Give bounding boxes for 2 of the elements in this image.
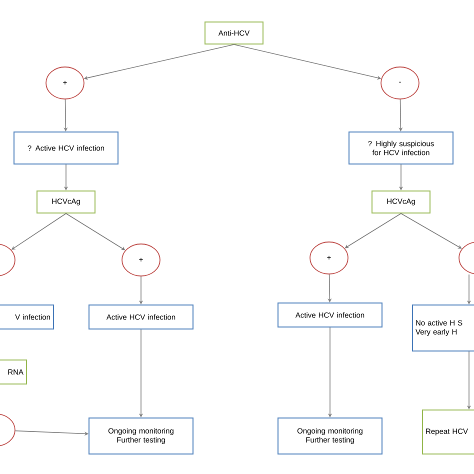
arrow	[400, 213, 462, 249]
arrow	[66, 213, 126, 250]
